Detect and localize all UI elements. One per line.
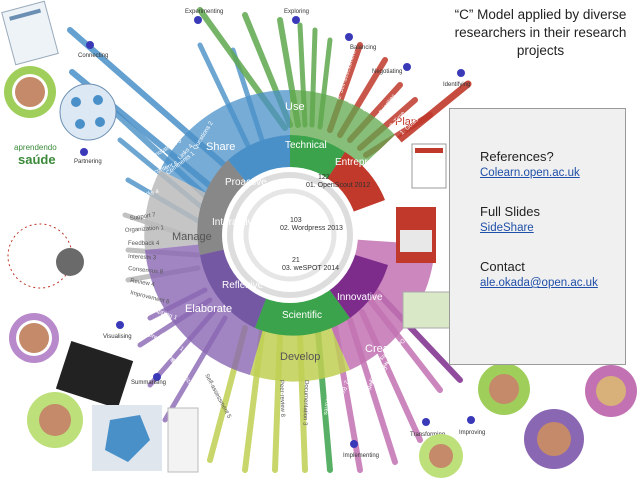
collage-right [396,143,637,478]
ray-label-documentation: Documentation 3 [301,380,309,426]
collage-left: aprendendo saúde [1,0,199,473]
ring-label-innovative: Innovative [337,292,383,303]
ray-label-feedback: Feedback 4 [128,241,160,247]
node-label-visualising: Visualising [103,334,132,340]
ray-label-organization: Organization 1 [125,225,165,234]
ray-label-peer-review: Peer-review 8 [278,380,285,418]
info-panel: References? Colearn.open.ac.uk Full Slid… [449,108,626,365]
logo-line1: aprendendo [14,143,57,152]
sector-label-create: Create [365,343,398,355]
references-link[interactable]: Colearn.open.ac.uk [480,167,580,179]
ring-label-scientific: Scientific [282,310,322,321]
node-icon [153,373,161,381]
node-icon [80,148,88,156]
center-item-1-name: 01. OpenScout 2012 [306,182,370,189]
node-icon [86,41,94,49]
center-item-2-name: 02. Wordpress 2013 [280,225,343,232]
slides-link[interactable]: SideShare [480,222,534,234]
node-icon [467,416,475,424]
center-item-3-name: 03. weSPOT 2014 [282,265,339,272]
node-label-experimenting: Experimenting [185,9,223,15]
node-icon [345,33,353,41]
references-block: References? Colearn.open.ac.uk [480,149,580,181]
ray-label-interests: Interests 3 [128,254,157,261]
slides-block: Full Slides SideShare [480,204,540,236]
ray-label-consensus: Consensus 8 [128,266,164,276]
ray-label-support: Support 7 [129,212,156,222]
sector-label-manage: Manage [172,231,212,243]
node-label-partnering: Partnering [74,159,102,165]
node-label-transforming: Transforming [410,432,445,438]
node-label-exploring: Exploring [284,9,309,15]
ring-label-proactive: Proactive [225,177,267,188]
references-label: References? [480,149,554,164]
center-item-2-num: 103 [290,217,302,224]
node-label-connecting: Connecting [78,53,108,59]
center-item-3-num: 21 [292,257,300,264]
logo-line2: saúde [18,152,56,167]
contact-label: Contact [480,259,525,274]
ring-label-reflexive: Reflexive [222,280,264,291]
sector-label-share: Share [206,141,235,153]
contact-link[interactable]: ale.okada@open.ac.uk [480,277,598,289]
ray-label-review: Review 4 [130,278,156,288]
slides-label: Full Slides [480,204,540,219]
node-label-balancing: Balancing [350,45,376,51]
ring-label-technical: Technical [285,140,327,151]
node-icon [292,16,300,24]
node-icon [194,16,202,24]
sector-label-elaborate: Elaborate [185,303,232,315]
node-icon [422,418,430,426]
sector-label-use: Use [285,101,305,113]
node-icon [350,440,358,448]
sector-label-plan: Plan [395,116,417,128]
node-label-identifying: Identifying [443,82,470,88]
ring-label-interactive: Interactive [212,217,259,228]
node-label-summarising: Summarising [131,380,166,386]
node-icon [116,321,124,329]
node-label-implementing: Implementing [343,453,379,459]
center-item-1-num: 122 [318,174,330,181]
node-icon [457,69,465,77]
ray-label-theories: 1. Theories [322,385,332,415]
node-icon [403,63,411,71]
wheel-center [222,167,358,303]
slide-title: “C” Model applied by diverse researchers… [454,7,627,58]
contact-block: Contact ale.okada@open.ac.uk [480,259,598,291]
node-label-improving: Improving [459,430,485,436]
sector-label-develop: Develop [280,351,320,363]
node-label-negotiating: Negotiating [372,69,402,75]
model-wheel [144,89,435,382]
ring-label-entrepreneur: Entrepreneur [335,157,394,168]
